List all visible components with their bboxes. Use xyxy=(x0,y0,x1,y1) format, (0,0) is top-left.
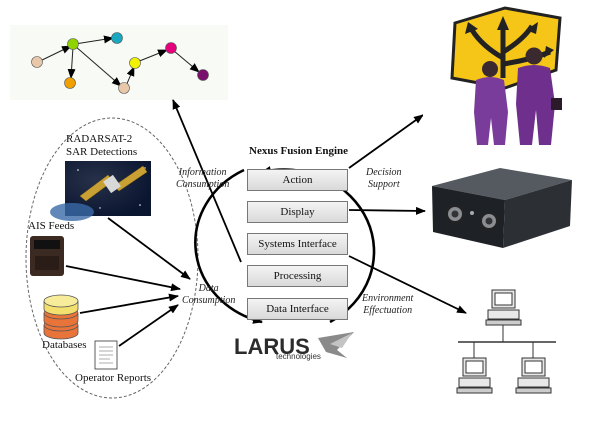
larus-logo-sub: technologies xyxy=(276,352,321,361)
decision-support-line2: Support xyxy=(367,178,400,190)
graph-node xyxy=(31,56,43,68)
information-consumption-label: Information Consumption xyxy=(176,167,229,190)
layer-action: Action xyxy=(247,169,348,191)
network-image xyxy=(456,289,556,394)
data-consumption-line2: Consumption xyxy=(182,294,236,306)
decision-support-line1: Decision xyxy=(366,167,402,178)
information-consumption-line1: Information xyxy=(178,167,227,178)
arrow-db-to-engine xyxy=(79,293,179,314)
radarsat-line1: RADARSAT-2 xyxy=(66,133,133,145)
arrow-sar-to-engine xyxy=(107,217,191,280)
graph-edge xyxy=(74,35,114,45)
database-icon xyxy=(43,294,79,340)
larus-logo-mark xyxy=(318,332,354,358)
layer-data-interface: Data Interface xyxy=(247,298,348,320)
radarsat-label: RADARSAT-2 SAR Detections xyxy=(66,133,137,158)
decision-support-label: Decision Support xyxy=(366,167,402,190)
ais-label: AIS Feeds xyxy=(28,220,75,232)
operator-reports-label: Operator Reports xyxy=(75,372,152,384)
data-consumption-label: Data Consumption xyxy=(182,283,235,306)
graph-node xyxy=(197,69,209,81)
graph-node xyxy=(165,42,177,54)
graph-node xyxy=(67,38,79,50)
environment-effectuation-label: Environment Effectuation xyxy=(362,293,413,316)
information-consumption-line2: Consumption xyxy=(176,178,230,190)
ais-device-image xyxy=(30,236,64,276)
satellite-image xyxy=(50,161,151,221)
layer-processing: Processing xyxy=(247,265,348,287)
graph-edge xyxy=(74,45,122,87)
graph-edge xyxy=(125,66,135,87)
environment-line1: Environment xyxy=(362,293,414,304)
arrow-decision-support xyxy=(348,114,424,169)
arrow-ais-to-engine xyxy=(65,265,181,292)
graph-node xyxy=(129,57,141,69)
radarsat-line2: SAR Detections xyxy=(66,145,138,158)
graph-edge xyxy=(173,50,200,73)
graph-edge xyxy=(67,46,76,79)
graph-edge xyxy=(136,49,168,63)
databases-label: Databases xyxy=(42,339,87,351)
graph-node xyxy=(111,32,123,44)
environment-line2: Effectuation xyxy=(363,304,413,316)
decision-image xyxy=(423,3,588,151)
layer-display: Display xyxy=(247,201,348,223)
engine-title: Nexus Fusion Engine xyxy=(249,145,349,157)
graph-panel xyxy=(10,25,228,100)
graph-node xyxy=(64,77,76,89)
arrow-environment-effectuation xyxy=(348,255,467,314)
graph-edge xyxy=(37,45,72,63)
data-consumption-line1: Data xyxy=(198,283,219,294)
hardware-image xyxy=(432,168,572,248)
graph-node xyxy=(118,82,130,94)
document-icon xyxy=(94,340,118,370)
arrow-reports-to-engine xyxy=(118,304,179,347)
layer-systems-interface: Systems Interface xyxy=(247,233,348,255)
larus-logo-text: LARUS xyxy=(234,334,310,359)
arrow-information-consumption xyxy=(172,99,242,263)
